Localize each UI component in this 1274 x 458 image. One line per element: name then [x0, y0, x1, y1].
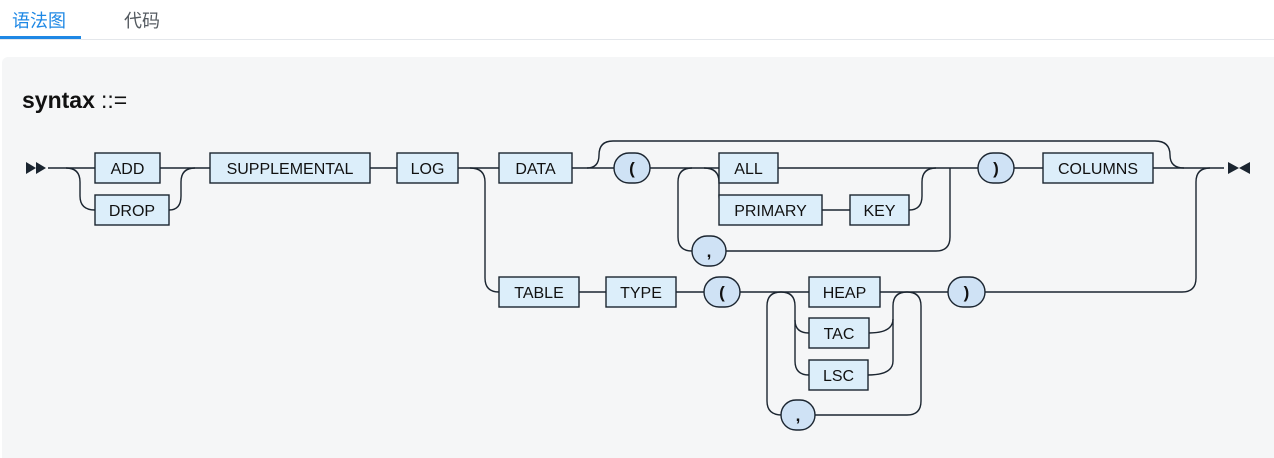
- terminal-close-paren-2: [947, 276, 986, 308]
- terminal-add: [94, 152, 161, 184]
- label-primary: PRIMARY: [734, 203, 807, 220]
- terminal-supplemental: [209, 152, 371, 184]
- terminal-primary: [718, 194, 823, 226]
- start-marker: [26, 162, 46, 174]
- terminal-data: [498, 152, 573, 184]
- label-type: TYPE: [620, 285, 662, 302]
- label-columns: COLUMNS: [1058, 161, 1138, 178]
- terminal-close-paren-1: [977, 152, 1015, 184]
- label-open-paren-1: (: [629, 159, 635, 178]
- label-tac: TAC: [824, 326, 855, 343]
- label-lsc: LSC: [823, 368, 854, 385]
- terminal-comma-1: [691, 235, 727, 267]
- diagram-connectors: [48, 140, 1224, 416]
- terminal-all: [718, 152, 779, 184]
- label-drop: DROP: [109, 203, 155, 220]
- label-add: ADD: [111, 161, 145, 178]
- terminal-key: [849, 194, 910, 226]
- terminal-drop: [94, 194, 170, 226]
- label-table: TABLE: [514, 285, 564, 302]
- active-tab-indicator: [0, 36, 81, 39]
- label-data: DATA: [515, 161, 556, 178]
- terminal-log: [396, 152, 459, 184]
- tab-bar: 语法图 代码: [0, 0, 1274, 40]
- terminal-open-paren-1: [613, 152, 651, 184]
- label-comma-2: ,: [796, 406, 801, 425]
- label-key: KEY: [863, 203, 895, 220]
- terminal-open-paren-2: [703, 276, 741, 308]
- label-close-paren-2: ): [964, 283, 970, 302]
- label-heap: HEAP: [823, 285, 867, 302]
- tab-syntax-diagram[interactable]: 语法图: [12, 11, 66, 32]
- end-marker: [1228, 162, 1250, 174]
- terminal-heap: [808, 276, 881, 308]
- rule-name: syntax: [22, 87, 95, 113]
- label-all: ALL: [734, 161, 763, 178]
- terminal-table: [498, 276, 580, 308]
- label-log: LOG: [411, 161, 445, 178]
- label-comma-1: ,: [707, 242, 712, 261]
- terminal-tac: [808, 317, 870, 349]
- rule-operator: ::=: [101, 87, 127, 113]
- terminal-type: [605, 276, 677, 308]
- label-close-paren-1: ): [993, 159, 999, 178]
- tab-code[interactable]: 代码: [124, 11, 160, 32]
- terminal-comma-2: [780, 399, 816, 431]
- terminal-columns: [1042, 152, 1154, 184]
- label-open-paren-2: (: [719, 283, 725, 302]
- terminal-lsc: [808, 359, 869, 391]
- diagram-panel: [2, 57, 1274, 458]
- label-supplemental: SUPPLEMENTAL: [227, 161, 354, 178]
